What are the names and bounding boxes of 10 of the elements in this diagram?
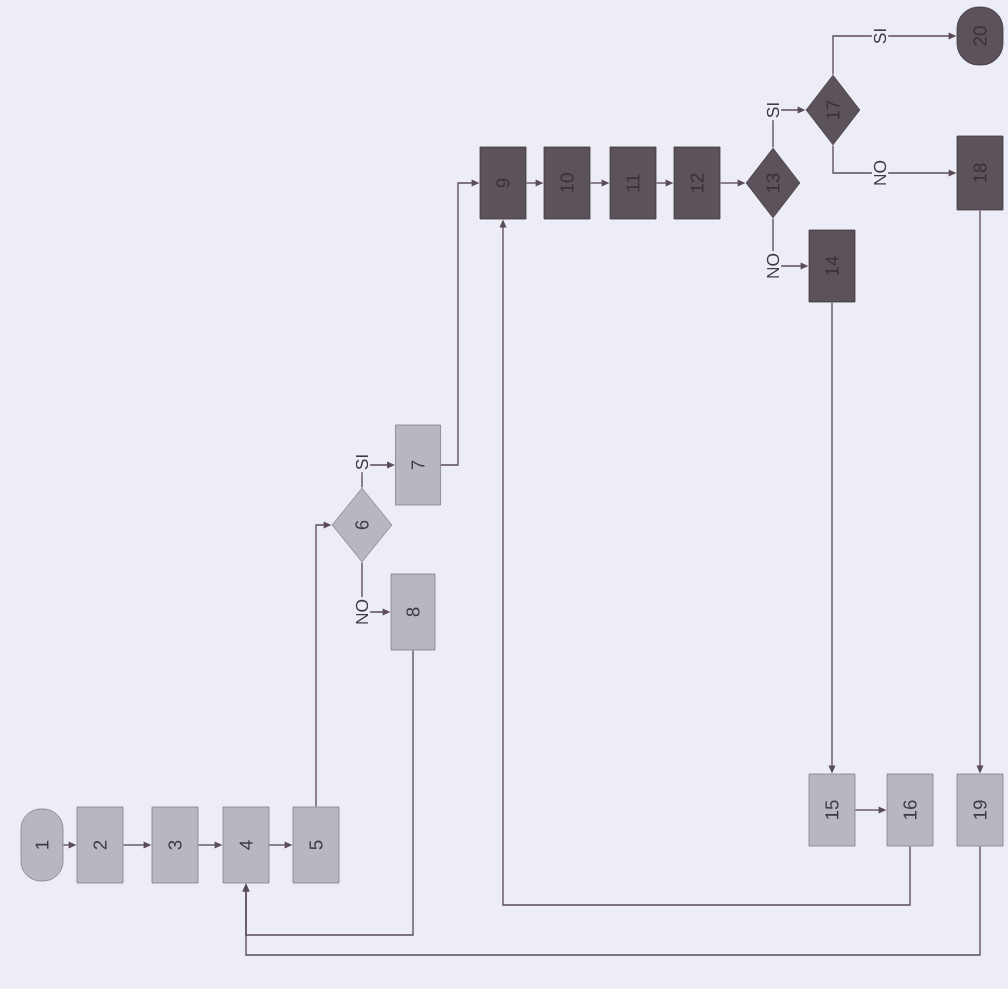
process-box: 2 <box>76 806 124 884</box>
process-box: 16 <box>886 773 934 847</box>
process-box: 3 <box>151 806 199 884</box>
process-box: 19 <box>956 773 1004 847</box>
process-box: 4 <box>222 806 270 884</box>
process-box: 8 <box>390 573 436 651</box>
arrow <box>242 845 981 956</box>
process-box: 7 <box>395 424 441 506</box>
process-box: 15 <box>808 773 856 847</box>
process-box: 5 <box>292 806 340 884</box>
